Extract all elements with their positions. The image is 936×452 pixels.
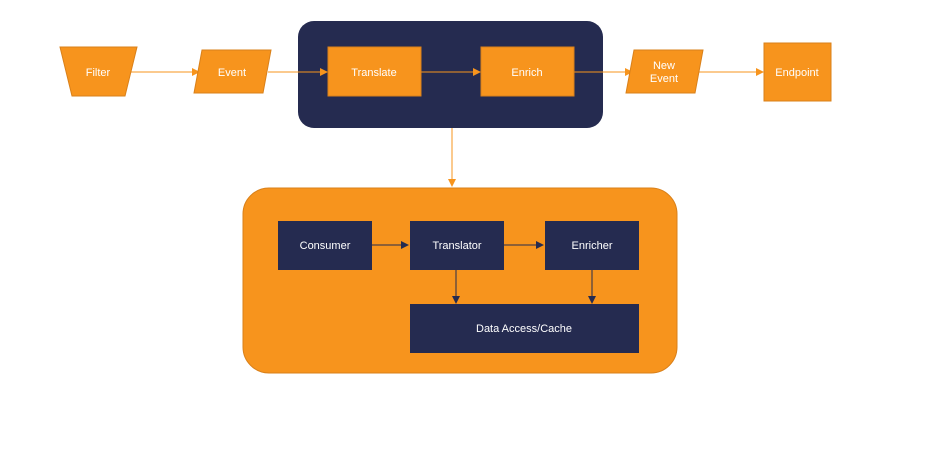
translate-box: Translate	[327, 46, 422, 97]
enricher-label: Enricher	[572, 240, 613, 252]
new-event-shape: New Event	[625, 49, 704, 94]
translate-label: Translate	[351, 67, 396, 79]
enricher-box: Enricher	[545, 221, 639, 270]
data-access-label: Data Access/Cache	[476, 323, 572, 335]
translator-box: Translator	[410, 221, 504, 270]
consumer-box: Consumer	[278, 221, 372, 270]
filter-label: Filter	[86, 67, 111, 79]
enrich-box: Enrich	[480, 46, 575, 97]
event-label: Event	[218, 67, 246, 79]
translator-label: Translator	[432, 240, 481, 252]
enrich-label: Enrich	[511, 67, 542, 79]
endpoint-box: Endpoint	[763, 42, 832, 102]
new-event-label-line2: Event	[650, 73, 678, 85]
filter-shape: Filter	[59, 46, 138, 97]
event-shape: Event	[193, 49, 272, 94]
consumer-label: Consumer	[300, 240, 351, 252]
new-event-label-line1: New	[653, 60, 675, 72]
data-access-cache-box: Data Access/Cache	[410, 304, 639, 353]
endpoint-label: Endpoint	[775, 67, 818, 79]
